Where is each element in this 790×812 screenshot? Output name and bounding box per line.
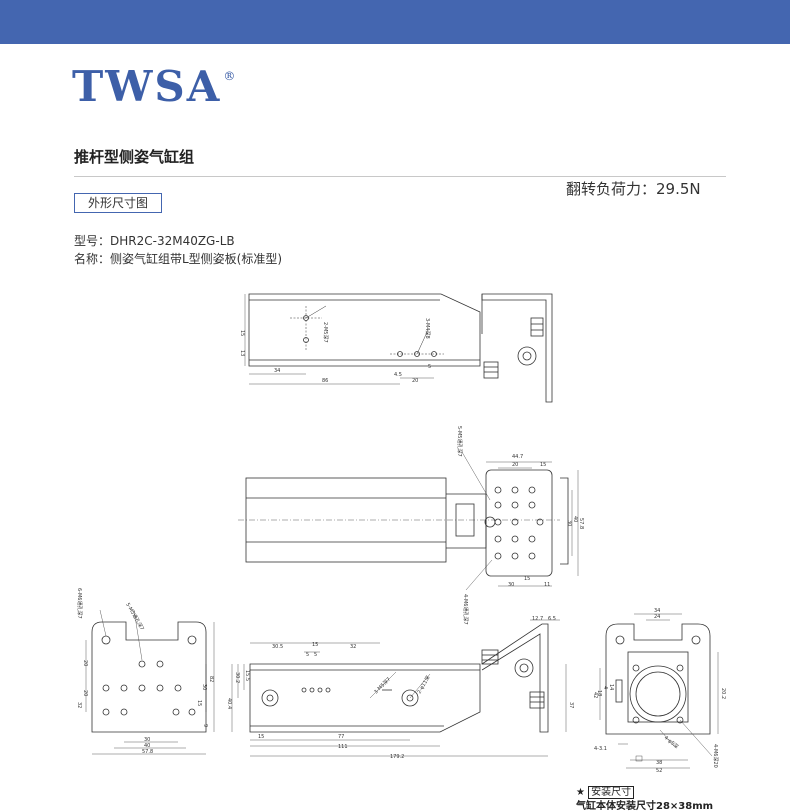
dim-right-4-3.1: 4-3.1 <box>594 746 607 752</box>
star-icon: ★ <box>576 787 585 798</box>
dim-left-82: 82 <box>208 676 214 682</box>
note-mid-5m5: 5-M5通孔深7 <box>456 426 463 457</box>
dim-top-13: 13 <box>239 350 245 356</box>
dim-left-9: 9 <box>202 724 208 727</box>
top-banner <box>0 0 790 44</box>
dim-left-57.8: 57.8 <box>142 749 153 755</box>
top-view <box>244 293 553 403</box>
dim-front-5a: 5 <box>306 652 309 658</box>
dim-left-15: 15 <box>196 700 202 706</box>
note-right-phi5: 4-φ5深 <box>663 734 680 750</box>
dim-right-34: 34 <box>654 608 660 614</box>
dim-mid-30: 30 <box>566 520 572 526</box>
dim-right-24: 24 <box>654 614 660 620</box>
dim-top-34: 34 <box>274 368 280 374</box>
dim-front-37: 37 <box>568 702 574 708</box>
dim-left-20b: 20 <box>82 690 88 696</box>
dim-right-52: 52 <box>656 768 662 774</box>
dim-front-6.5: 6.5 <box>548 616 556 622</box>
dim-top-20: 20 <box>412 378 418 384</box>
dim-right-14: 14 <box>608 684 614 690</box>
dim-front-179.2: 179.2 <box>390 754 404 760</box>
dim-mid-b11: 11 <box>544 582 550 588</box>
dim-mid-40: 40 <box>572 516 578 522</box>
dim-front-30.2: 30.2 <box>234 672 240 683</box>
dim-mid-b15: 15 <box>524 576 530 582</box>
dim-mid-b30: 30 <box>508 582 514 588</box>
dim-right-4: 4 <box>602 686 608 689</box>
dim-mid-57.8: 57.8 <box>578 518 584 529</box>
dim-front-15.5: 15.5 <box>244 670 250 681</box>
note-mid-4m6: 4-M6通孔深7 <box>462 594 469 625</box>
dim-top-4.5: 4.5 <box>394 372 402 378</box>
dim-top-86: 86 <box>322 378 328 384</box>
dim-front-5b: 5 <box>314 652 317 658</box>
note-left-6m6: 6-M6通孔深7 <box>76 588 83 619</box>
left-view <box>85 609 215 755</box>
dim-right-20.2: 20.2 <box>720 688 726 699</box>
dim-top-5: 5 <box>428 364 431 370</box>
middle-view <box>238 451 579 591</box>
dim-front-32: 32 <box>350 644 356 650</box>
dim-left-20a: 20 <box>82 660 88 666</box>
note-top-2m5: 2-M5深7 <box>322 322 329 343</box>
install-note: ★ 安装尺寸 <box>576 783 635 799</box>
cylinder-mount-size: 气缸本体安装尺寸28×38mm <box>576 801 714 812</box>
dim-front-12.7: 12.7 <box>532 616 543 622</box>
dim-right-42: 42 <box>592 692 598 698</box>
right-view <box>599 613 719 769</box>
note-left-5m5: 5-M5通孔深7 <box>124 602 145 632</box>
dim-top-15: 15 <box>239 330 245 336</box>
note-right-m6: 4-M6深20 <box>712 744 719 768</box>
title-divider <box>74 176 726 177</box>
dim-left-h40: 40 <box>144 743 150 749</box>
dim-front-111: 111 <box>338 744 348 750</box>
brand-logo: TWSA® <box>72 62 238 111</box>
dim-right-38: 38 <box>656 760 662 766</box>
dim-front-77: 77 <box>338 734 344 740</box>
note-front-2phi: 2-φ11深 <box>416 674 432 695</box>
dim-left-h30: 30 <box>144 737 150 743</box>
front-view <box>231 619 567 757</box>
section-label: 外形尺寸图 <box>74 193 162 213</box>
note-front-3m5: 3-M5深7 <box>372 676 392 696</box>
dim-front-b15: 15 <box>258 734 264 740</box>
product-name: 名称：侧姿气缸组带L型侧姿板(标准型) <box>74 252 283 266</box>
dim-mid-15: 15 <box>540 462 546 468</box>
dim-front-30.5: 30.5 <box>272 644 283 650</box>
install-label: 安装尺寸 <box>588 786 635 799</box>
product-title: 推杆型侧姿气缸组 <box>74 148 195 166</box>
dim-mid-20: 20 <box>512 462 518 468</box>
dim-front-40.4: 40.4 <box>226 698 232 709</box>
load-spec: 翻转负荷力：29.5N <box>566 180 701 198</box>
dim-left-32: 32 <box>76 702 82 708</box>
dim-right-18: 18 <box>596 690 602 696</box>
dim-mid-44.7: 44.7 <box>512 454 523 460</box>
dim-front-15: 15 <box>312 642 318 648</box>
note-top-3m4: 3-M4深8 <box>424 318 431 339</box>
model-number: 型号：DHR2C-32M40ZG-LB <box>74 234 235 248</box>
dim-left-30: 30 <box>201 684 207 690</box>
